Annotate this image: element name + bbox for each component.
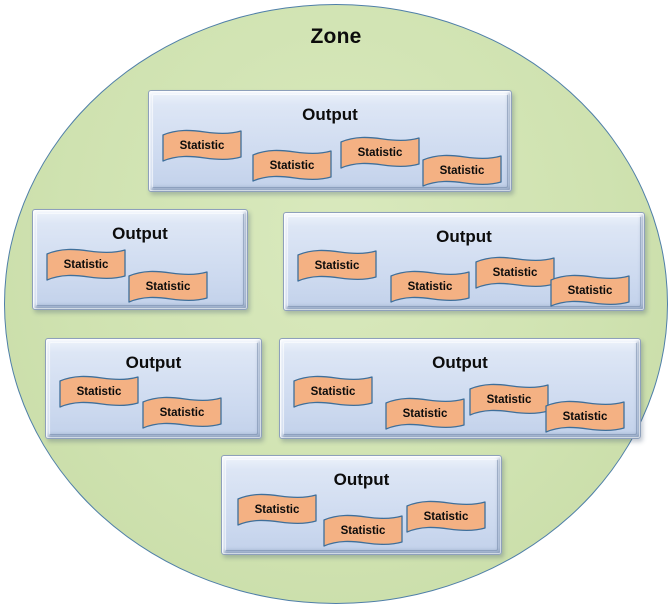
zone-title: Zone <box>310 25 362 48</box>
statistic-label: Statistic <box>486 393 532 406</box>
statistic-label: Statistic <box>269 159 315 172</box>
statistic-label: Statistic <box>179 139 225 152</box>
flag-icon <box>385 397 465 430</box>
statistic-banner[interactable]: Statistic <box>251 149 333 183</box>
flag-icon <box>340 136 420 169</box>
statistic-banner[interactable]: Statistic <box>405 500 487 534</box>
statistic-label: Statistic <box>357 146 403 159</box>
output-label: Output <box>333 470 390 489</box>
flag-icon <box>237 493 317 526</box>
statistic-banner[interactable]: Statistic <box>292 375 374 409</box>
flag-icon <box>252 149 332 182</box>
output-label: Output <box>112 224 168 243</box>
statistic-banner[interactable]: Statistic <box>544 400 626 434</box>
statistic-banner[interactable]: Statistic <box>339 136 421 170</box>
statistic-label: Statistic <box>492 266 538 279</box>
output-label: Output <box>432 353 488 372</box>
statistic-label: Statistic <box>423 510 469 523</box>
statistic-banner[interactable]: Statistic <box>127 270 209 304</box>
statistic-label: Statistic <box>63 258 109 271</box>
statistic-banner[interactable]: Statistic <box>474 256 556 290</box>
statistic-label: Statistic <box>159 406 205 419</box>
flag-icon <box>390 270 470 303</box>
flag-icon <box>46 248 126 281</box>
statistic-banner[interactable]: Statistic <box>161 129 243 163</box>
statistic-label: Statistic <box>314 259 360 272</box>
statistic-label: Statistic <box>145 280 191 293</box>
flag-icon <box>128 270 208 303</box>
statistic-banner[interactable]: Statistic <box>322 514 404 548</box>
statistic-label: Statistic <box>340 524 386 537</box>
statistic-label: Statistic <box>254 503 300 516</box>
statistic-label: Statistic <box>402 407 448 420</box>
output-label: Output <box>302 105 358 124</box>
statistic-label: Statistic <box>407 280 453 293</box>
statistic-banner[interactable]: Statistic <box>549 274 631 308</box>
statistic-banner[interactable]: Statistic <box>296 249 378 283</box>
statistic-banner[interactable]: Statistic <box>468 383 550 417</box>
statistic-label: Statistic <box>567 284 613 297</box>
statistic-banner[interactable]: Statistic <box>384 397 466 431</box>
statistic-label: Statistic <box>76 385 122 398</box>
flag-icon <box>422 154 502 187</box>
flag-icon <box>545 400 625 433</box>
flag-icon <box>142 396 222 429</box>
flag-icon <box>406 500 486 533</box>
flag-icon <box>550 274 630 307</box>
flag-icon <box>323 514 403 547</box>
statistic-banner[interactable]: Statistic <box>236 493 318 527</box>
statistic-banner[interactable]: Statistic <box>141 396 223 430</box>
flag-icon <box>59 375 139 408</box>
statistic-banner[interactable]: Statistic <box>45 248 127 282</box>
output-label: Output <box>125 353 182 372</box>
flag-icon <box>293 375 373 408</box>
flag-icon <box>162 129 242 162</box>
statistic-label: Statistic <box>439 164 485 177</box>
flag-icon <box>297 249 377 282</box>
statistic-banner[interactable]: Statistic <box>389 270 471 304</box>
statistic-banner[interactable]: Statistic <box>421 154 503 188</box>
statistic-banner[interactable]: Statistic <box>58 375 140 409</box>
output-label: Output <box>436 227 492 246</box>
statistic-label: Statistic <box>310 385 356 398</box>
statistic-label: Statistic <box>562 410 608 423</box>
